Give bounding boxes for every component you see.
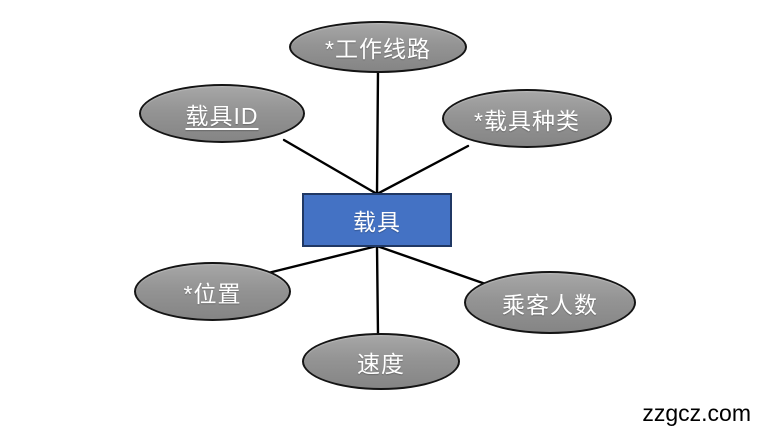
- entity-vehicle: 载具: [302, 193, 452, 247]
- attribute-speed: 速度: [302, 333, 460, 390]
- attribute-label: 乘客人数: [502, 291, 598, 318]
- attribute-label: *位置: [183, 280, 242, 307]
- connector-entity-pax: [375, 244, 499, 290]
- connector-entity-id: [282, 138, 379, 196]
- connector-entity-pos: [266, 244, 379, 275]
- attribute-position: *位置: [134, 262, 291, 321]
- attribute-vehicle-type: *载具种类: [442, 89, 612, 148]
- watermark: zzgcz.com: [642, 400, 751, 426]
- attribute-vehicle-id: 载具ID: [139, 84, 305, 143]
- attribute-label: 速度: [357, 350, 405, 377]
- attribute-work-route: *工作线路: [289, 21, 467, 73]
- attribute-label: *工作线路: [325, 36, 431, 62]
- attribute-label: 载具ID: [185, 102, 259, 129]
- connector-entity-route: [375, 68, 380, 196]
- connector-entity-type: [375, 144, 470, 196]
- attribute-label: *载具种类: [474, 107, 580, 134]
- connector-entity-speed: [375, 244, 380, 337]
- attribute-passenger-count: 乘客人数: [464, 271, 636, 334]
- entity-label: 载具: [353, 209, 401, 235]
